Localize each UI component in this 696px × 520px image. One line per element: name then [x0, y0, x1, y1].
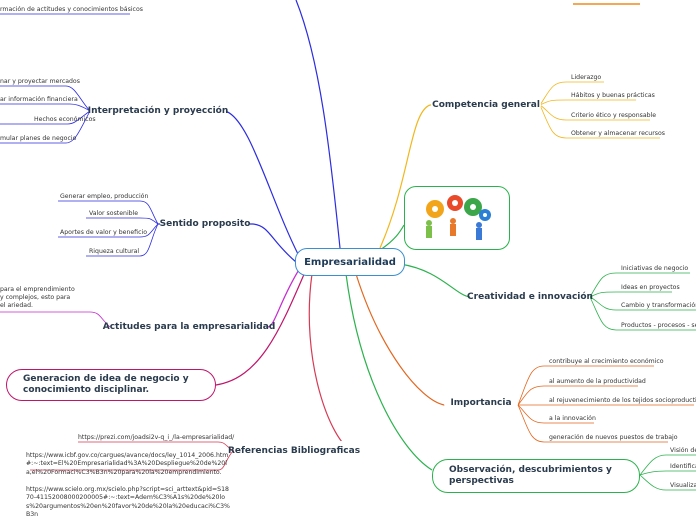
leaf-actitudes-0: para el emprendimiento y complejos, esto… — [0, 286, 75, 309]
leaf-line — [517, 385, 638, 406]
leaf-referencias-1: https://www.icbf.gov.co/cargues/avance/d… — [26, 452, 229, 476]
leaf-competencia-0: Liderazgo — [571, 74, 602, 81]
leaf-line — [0, 85, 91, 112]
leaf-observacion-0: Visión de — [670, 447, 696, 454]
branch-line-image — [379, 224, 405, 251]
leaf-interpretacion-1: ar información financiera — [0, 96, 78, 103]
leaf-competencia-3: Obtener y almacenar recursos — [571, 130, 665, 137]
branch-line-importancia — [355, 273, 445, 406]
leaf-line — [58, 223, 159, 238]
leaf-line — [0, 110, 91, 144]
node-referencias[interactable]: Referencias Bibliograficas — [228, 441, 360, 461]
node-competencia[interactable]: Competencia general — [431, 95, 541, 115]
leaf-line — [639, 454, 696, 476]
leaf-line — [86, 223, 159, 257]
leaf-sentido-0: Generar empleo, producción — [60, 193, 149, 200]
leaf-line — [0, 103, 91, 112]
node-sentido[interactable]: Sentido proposito — [160, 214, 250, 234]
leaf-importancia-2: al rejuvenecimiento de los tejidos socio… — [549, 397, 696, 404]
leaf-line — [58, 200, 159, 225]
leaf-line — [539, 104, 650, 121]
branch-line-interpretacion — [224, 110, 301, 259]
node-interpretacion[interactable]: Interpretación y proyección — [88, 101, 228, 121]
leaf-importancia-4: generación de nuevos puestos de trabajo — [549, 434, 678, 441]
branch-line-generacion — [215, 271, 306, 386]
leaf-interpretacion-2: Hechos económicos — [34, 116, 96, 123]
leaf-line — [86, 217, 159, 225]
branch-line-referencias — [308, 273, 353, 452]
branch-line-creatividad — [399, 263, 471, 298]
leaf-line — [517, 404, 668, 443]
leaf-importancia-3: a la innovación — [549, 415, 596, 422]
leaf-line — [589, 291, 672, 298]
branch-line-top — [295, 0, 341, 249]
branch-line-competencia — [379, 104, 431, 249]
leaf-creatividad-0: Iniciativas de negocio — [621, 265, 689, 272]
leaf-competencia-1: Hábitos y buenas prácticas — [571, 92, 655, 99]
node-actitudes[interactable]: Actitudes para la empresarialidad — [103, 317, 275, 337]
leaf-creatividad-1: Ideas en proyectos — [621, 284, 680, 291]
branch-line-actitudes — [267, 267, 301, 328]
leaf-creatividad-3: Productos - procesos - serv — [621, 322, 696, 329]
leaf-competencia-2: Criterio ético y responsable — [571, 112, 657, 119]
leaf-line — [517, 365, 654, 406]
leaf-line — [0, 110, 91, 125]
leaf-line — [589, 272, 690, 298]
leaf-line — [539, 99, 636, 106]
leaf-sentido-1: Valor sostenible — [89, 210, 139, 217]
branch-line-observacion — [345, 273, 433, 471]
leaf-line — [539, 104, 660, 139]
branch-line-sentido — [252, 223, 297, 263]
leaf-sentido-2: Aportes de valor y beneficio — [60, 229, 147, 236]
teamwork-gears-image — [404, 186, 510, 250]
leaf-line — [30, 450, 234, 471]
leaf-line — [639, 474, 696, 491]
leaf-sentido-3: Riqueza cultural — [89, 248, 140, 255]
leaf-line — [517, 404, 594, 424]
leaf-line — [78, 441, 234, 452]
node-generacion[interactable]: Generacion de idea de negocio y conocimi… — [6, 369, 216, 401]
leaf-creatividad-2: Cambio y transformación — [621, 302, 696, 309]
root-node[interactable]: Empresarialidad — [295, 248, 405, 276]
leaf-top-left: rmación de actitudes y conocimientos bás… — [0, 6, 143, 13]
leaf-line — [589, 296, 696, 331]
leaf-line — [0, 311, 111, 328]
leaf-importancia-1: al aumento de la productividad — [549, 378, 646, 385]
leaf-interpretacion-0: nar y proyectar mercados — [0, 78, 80, 85]
leaf-line — [539, 81, 604, 106]
leaf-observacion-2: Visualiza — [670, 482, 696, 489]
leaf-line — [589, 296, 696, 311]
gears-icon — [426, 195, 491, 240]
leaf-observacion-1: Identifica — [670, 463, 696, 470]
leaf-interpretacion-3: mular planes de negocio — [0, 135, 77, 142]
leaf-line — [639, 470, 696, 476]
node-observacion[interactable]: Observación, descubrimientos y perspecti… — [432, 459, 640, 493]
node-importancia[interactable]: Importancia — [444, 393, 518, 413]
leaf-referencias-0: https://prezi.com/joadsi2v-q_i_/la-empre… — [78, 434, 235, 441]
node-creatividad[interactable]: Creatividad e innovación — [467, 287, 593, 307]
leaf-referencias-2: https://www.scielo.org.mx/scielo.php?scr… — [26, 486, 230, 519]
leaf-importancia-0: contribuye al crecimiento económico — [549, 358, 664, 365]
